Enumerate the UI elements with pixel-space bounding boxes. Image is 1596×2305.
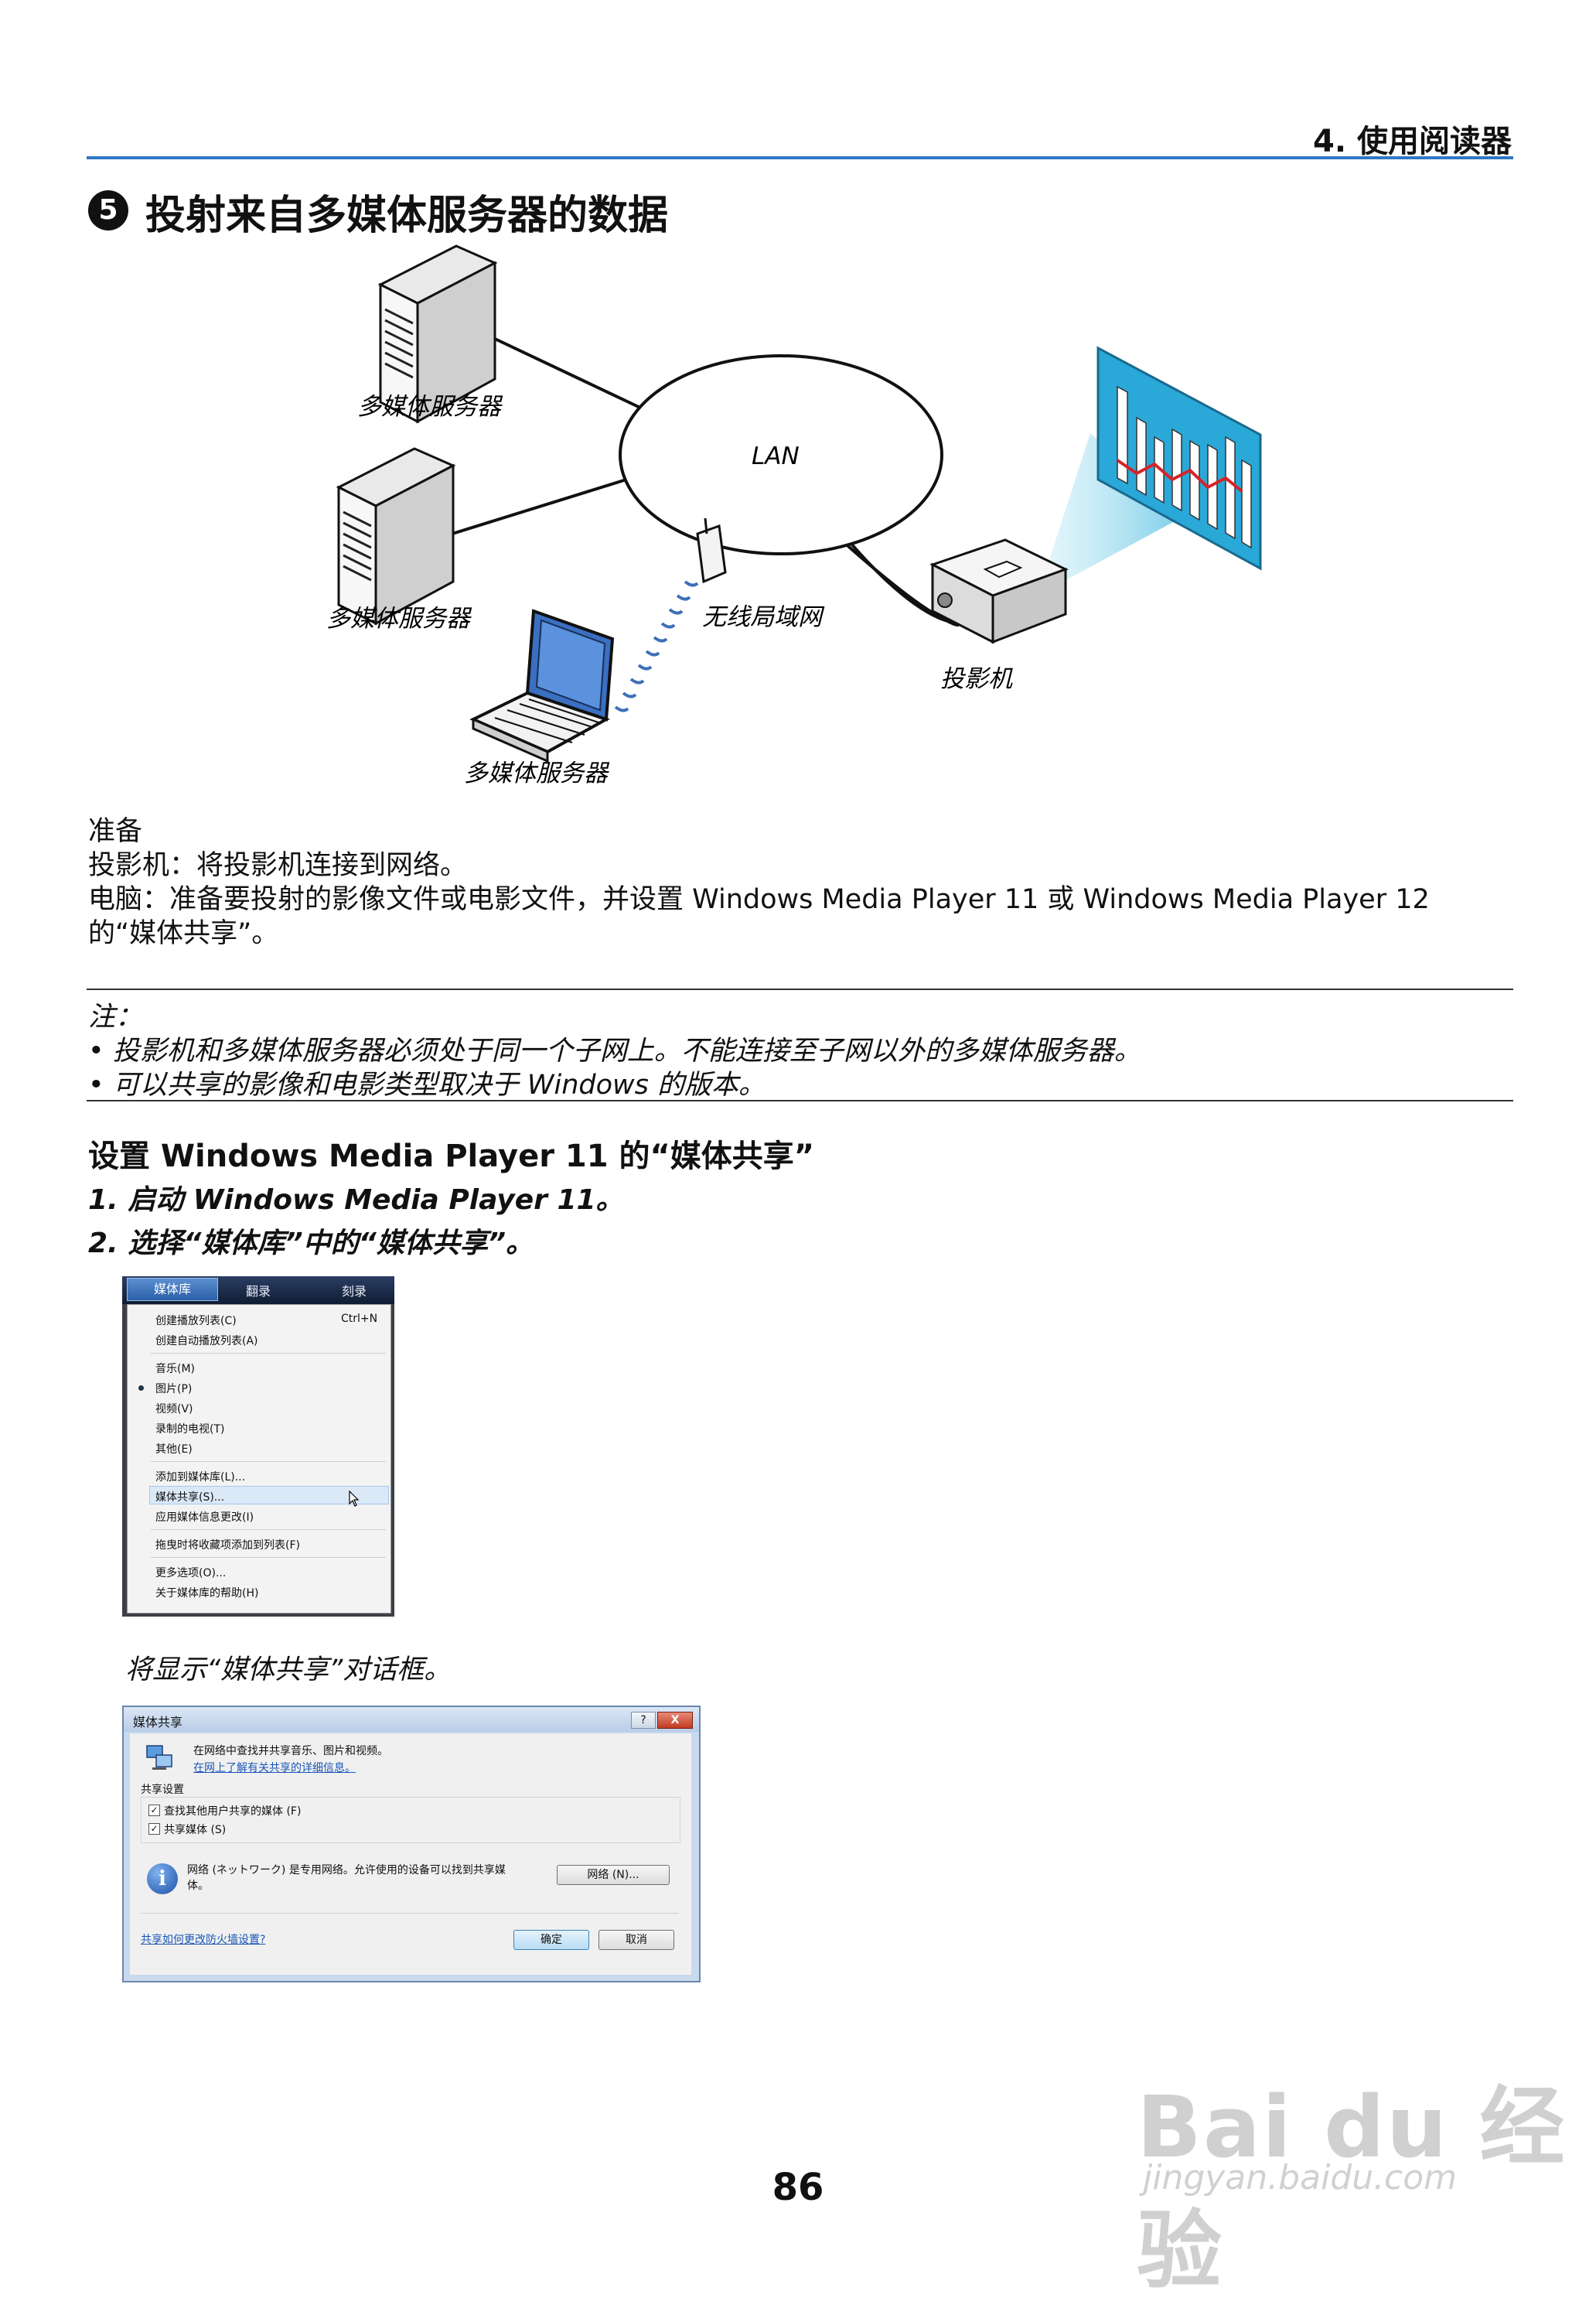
menu-item-media-sharing[interactable]: 媒体共享(S)... — [155, 1491, 225, 1504]
share-media-label: 共享媒体 (S) — [164, 1824, 227, 1836]
projection-screen — [1096, 346, 1262, 571]
server1-icon — [377, 244, 498, 424]
menu-shortcut: Ctrl+N — [341, 1313, 378, 1325]
cancel-button[interactable]: 取消 — [598, 1930, 674, 1950]
laptop-label: 多媒体服务器 — [464, 760, 610, 787]
header-rule — [87, 156, 1513, 159]
dialog-titlebar: 媒体共享 ? X — [124, 1707, 699, 1732]
lan-label: LAN — [752, 442, 800, 470]
mouse-cursor-icon — [349, 1491, 360, 1507]
server2-link — [452, 478, 627, 535]
dialog-body: 在网络中查找并共享音乐、图片和视频。 在网上了解有关共享的详细信息。 共享设置 … — [130, 1733, 691, 1975]
laptop-icon — [469, 609, 615, 763]
library-menu: 创建播放列表(C) Ctrl+N 创建自动播放列表(A) 音乐(M) 图片(P)… — [127, 1304, 391, 1614]
prep-line3: 的“媒体共享”。 — [88, 918, 279, 949]
tab-burn[interactable]: 刻录 — [342, 1284, 367, 1299]
wmp-menubar: 媒体库 翻录 刻录 — [122, 1276, 394, 1304]
info-icon: i — [147, 1863, 178, 1894]
menu-item-recorded-tv[interactable]: 录制的电视(T) — [155, 1423, 225, 1436]
sharing-settings-label: 共享设置 — [141, 1784, 184, 1796]
prep-line2: 电脑：准备要投射的影像文件或电影文件，并设置 Windows Media Pla… — [88, 884, 1430, 915]
learn-more-link[interactable]: 在网上了解有关共享的详细信息。 — [193, 1762, 356, 1774]
wireless-label: 无线局域网 — [702, 603, 825, 631]
menu-item-pictures[interactable]: 图片(P) — [155, 1383, 193, 1395]
projector-beam — [1044, 433, 1183, 588]
prep-line1: 投影机：将投影机连接到网络。 — [88, 850, 468, 881]
menu-item-create-playlist[interactable]: 创建播放列表(C) — [155, 1315, 237, 1327]
dialog-caption: 将显示“媒体共享”对话框。 — [125, 1654, 452, 1685]
menu-item-apply-media-info[interactable]: 应用媒体信息更改(I) — [155, 1511, 254, 1524]
menu-item-create-auto-playlist[interactable]: 创建自动播放列表(A) — [155, 1335, 258, 1347]
dialog-divider — [141, 1913, 679, 1914]
server1-label: 多媒体服务器 — [357, 393, 503, 421]
network-button[interactable]: 网络 (N)... — [557, 1865, 670, 1885]
network-diagram: 多媒体服务器 多媒体服务器 多媒体服务器 LAN 无线局域网 投影机 — [326, 244, 1262, 787]
setup-heading: 设置 Windows Media Player 11 的“媒体共享” — [88, 1139, 815, 1174]
network-status-text-cont: 体。 — [187, 1880, 209, 1892]
menu-item-library-help[interactable]: 关于媒体库的帮助(H) — [155, 1587, 259, 1600]
menu-item-music[interactable]: 音乐(M) — [155, 1363, 196, 1375]
dialog-description: 在网络中查找并共享音乐、图片和视频。 — [193, 1745, 388, 1757]
menu-item-other[interactable]: 其他(E) — [155, 1443, 193, 1456]
projector-icon — [929, 538, 1069, 644]
network-media-icon — [146, 1745, 172, 1770]
share-media-checkbox[interactable]: ✓ — [148, 1823, 160, 1835]
firewall-link[interactable]: 共享如何更改防火墙设置? — [141, 1934, 266, 1946]
wireless-signal-icon — [614, 580, 699, 712]
menu-separator — [151, 1557, 386, 1558]
tab-library[interactable]: 媒体库 — [127, 1278, 218, 1301]
network-status-text: 网络 (ネットワーク) 是专用网络。允许使用的设备可以找到共享媒 — [187, 1864, 506, 1876]
step-1: 1. 启动 Windows Media Player 11。 — [88, 1184, 624, 1216]
menu-item-more-options[interactable]: 更多选项(O)... — [155, 1567, 227, 1579]
note-bullet-2: • 可以共享的影像和电影类型取决于 Windows 的版本。 — [88, 1070, 766, 1101]
watermark-url: jingyan.baidu.com — [1143, 2158, 1458, 2197]
menu-item-drag-add[interactable]: 拖曳时将收藏项添加到列表(F) — [155, 1539, 300, 1552]
sharing-settings-group — [141, 1797, 680, 1843]
ok-button[interactable]: 确定 — [513, 1930, 589, 1950]
menu-item-video[interactable]: 视频(V) — [155, 1403, 193, 1415]
find-shared-media-label: 查找其他用户共享的媒体 (F) — [164, 1805, 302, 1818]
media-sharing-dialog: 媒体共享 ? X 在网络中查找并共享音乐、图片和视频。 在网上了解有关共享的详细… — [122, 1706, 701, 1982]
close-button[interactable]: X — [657, 1712, 693, 1729]
note-bottom-rule — [87, 1100, 1513, 1101]
menu-separator — [151, 1461, 386, 1462]
menu-highlight — [149, 1486, 389, 1504]
note-bullet-1: • 投影机和多媒体服务器必须处于同一个子网上。不能连接至子网以外的多媒体服务器。 — [88, 1036, 1141, 1067]
access-point-icon — [696, 517, 727, 584]
note-top-rule — [87, 989, 1513, 990]
menu-separator — [151, 1529, 386, 1530]
find-shared-media-checkbox[interactable]: ✓ — [148, 1805, 160, 1816]
server2-label: 多媒体服务器 — [326, 605, 472, 633]
chapter-header: 4. 使用阅读器 — [1313, 124, 1512, 159]
step-2: 2. 选择“媒体库”中的“媒体共享”。 — [88, 1228, 534, 1259]
lan-ellipse — [619, 354, 943, 555]
server1-link — [494, 337, 643, 410]
selected-bullet-icon — [138, 1385, 144, 1391]
dialog-title: 媒体共享 — [133, 1715, 183, 1730]
menu-screenshot: 媒体库 翻录 刻录 创建播放列表(C) Ctrl+N 创建自动播放列表(A) 音… — [122, 1276, 394, 1617]
tab-rip[interactable]: 翻录 — [246, 1284, 271, 1299]
projector-label: 投影机 — [940, 665, 1013, 693]
help-button[interactable]: ? — [631, 1712, 656, 1729]
menu-item-add-to-library[interactable]: 添加到媒体库(L)... — [155, 1471, 246, 1484]
section-number-badge: 5 — [88, 190, 128, 230]
note-heading: 注： — [88, 1002, 143, 1033]
page-number: 86 — [772, 2166, 824, 2209]
section-title: 投射来自多媒体服务器的数据 — [145, 193, 669, 239]
server2-icon — [336, 447, 456, 626]
menu-separator — [151, 1353, 386, 1354]
prep-heading: 准备 — [88, 816, 143, 847]
